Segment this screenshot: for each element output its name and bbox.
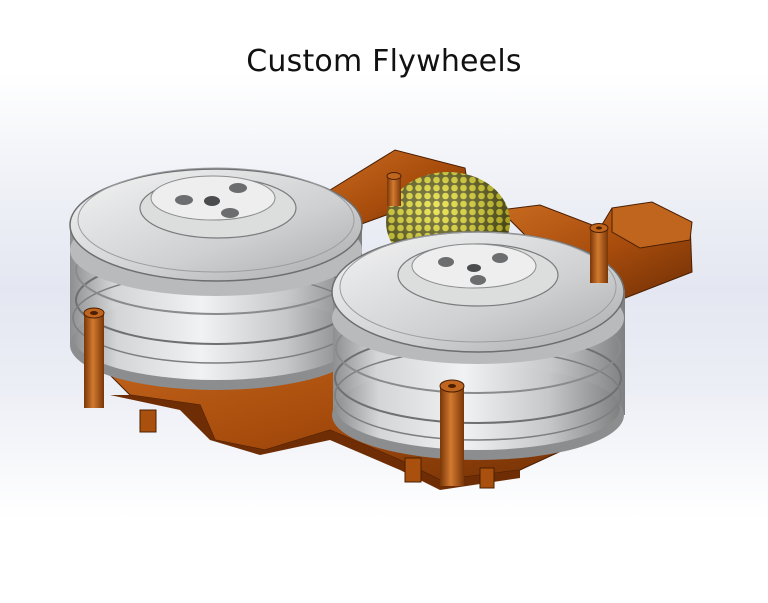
left-flywheel bbox=[69, 167, 363, 390]
right-flywheel bbox=[331, 231, 625, 460]
page-title: Custom Flywheels bbox=[246, 44, 522, 79]
housing-posts bbox=[83, 172, 609, 486]
